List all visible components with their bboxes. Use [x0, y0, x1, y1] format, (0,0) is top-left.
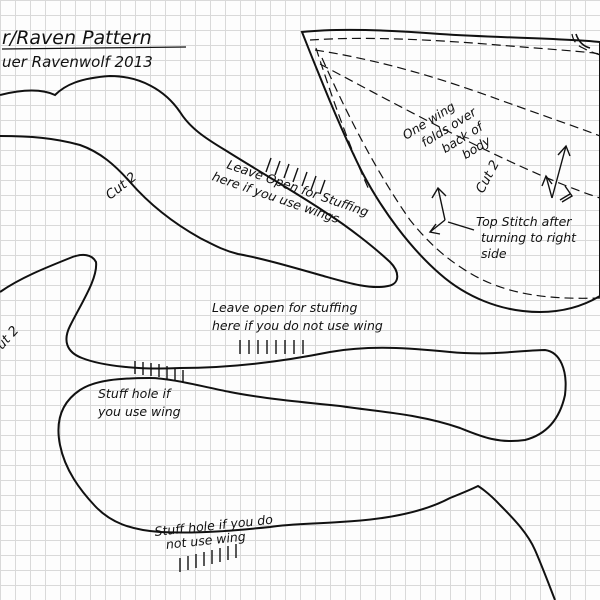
wing-arrows: [428, 144, 574, 235]
wing-stitch-lines: [309, 33, 600, 299]
note-stuff-hole-use-wing-line1: Stuff hole if: [98, 386, 172, 401]
lower-body-outline: [0, 253, 567, 600]
cut-label-lower-body: ut 2: [0, 324, 22, 353]
stitch-marks-middle: [239, 340, 304, 354]
title-underline: [1, 46, 187, 50]
stitch-marks-bottom: [179, 544, 237, 572]
note-wing-fold: One wing folds over back of body: [400, 99, 494, 163]
note-stuff-hole-no-wing: Stuff hole if you do not use wing: [154, 512, 274, 552]
pattern-author: uer Ravenwolf 2013: [2, 53, 153, 71]
stitch-marks-lower-left: [134, 361, 184, 383]
pattern-title: r/Raven Pattern: [2, 27, 152, 49]
note-leave-open-no-wing-line1: Leave open for stuffing: [212, 300, 357, 315]
upper-body-outline: [0, 74, 399, 289]
cut-label-wing: Cut 2: [473, 158, 503, 196]
note-top-stitch-line2: turning to right: [481, 230, 577, 245]
note-stuff-hole-use-wing-line2: you use wing: [97, 404, 181, 419]
note-top-stitch-line3: side: [481, 246, 507, 261]
wing-fold-curl: [575, 33, 591, 49]
note-leave-open-no-wing-line2: here if you do not use wing: [212, 318, 383, 333]
note-leave-open-wings: Leave Open for Stuffing here if you use …: [210, 157, 370, 227]
note-top-stitch-line1: Top Stitch after: [476, 214, 572, 229]
wing-outline: [300, 28, 600, 314]
stitch-marks-upper: [265, 157, 326, 195]
